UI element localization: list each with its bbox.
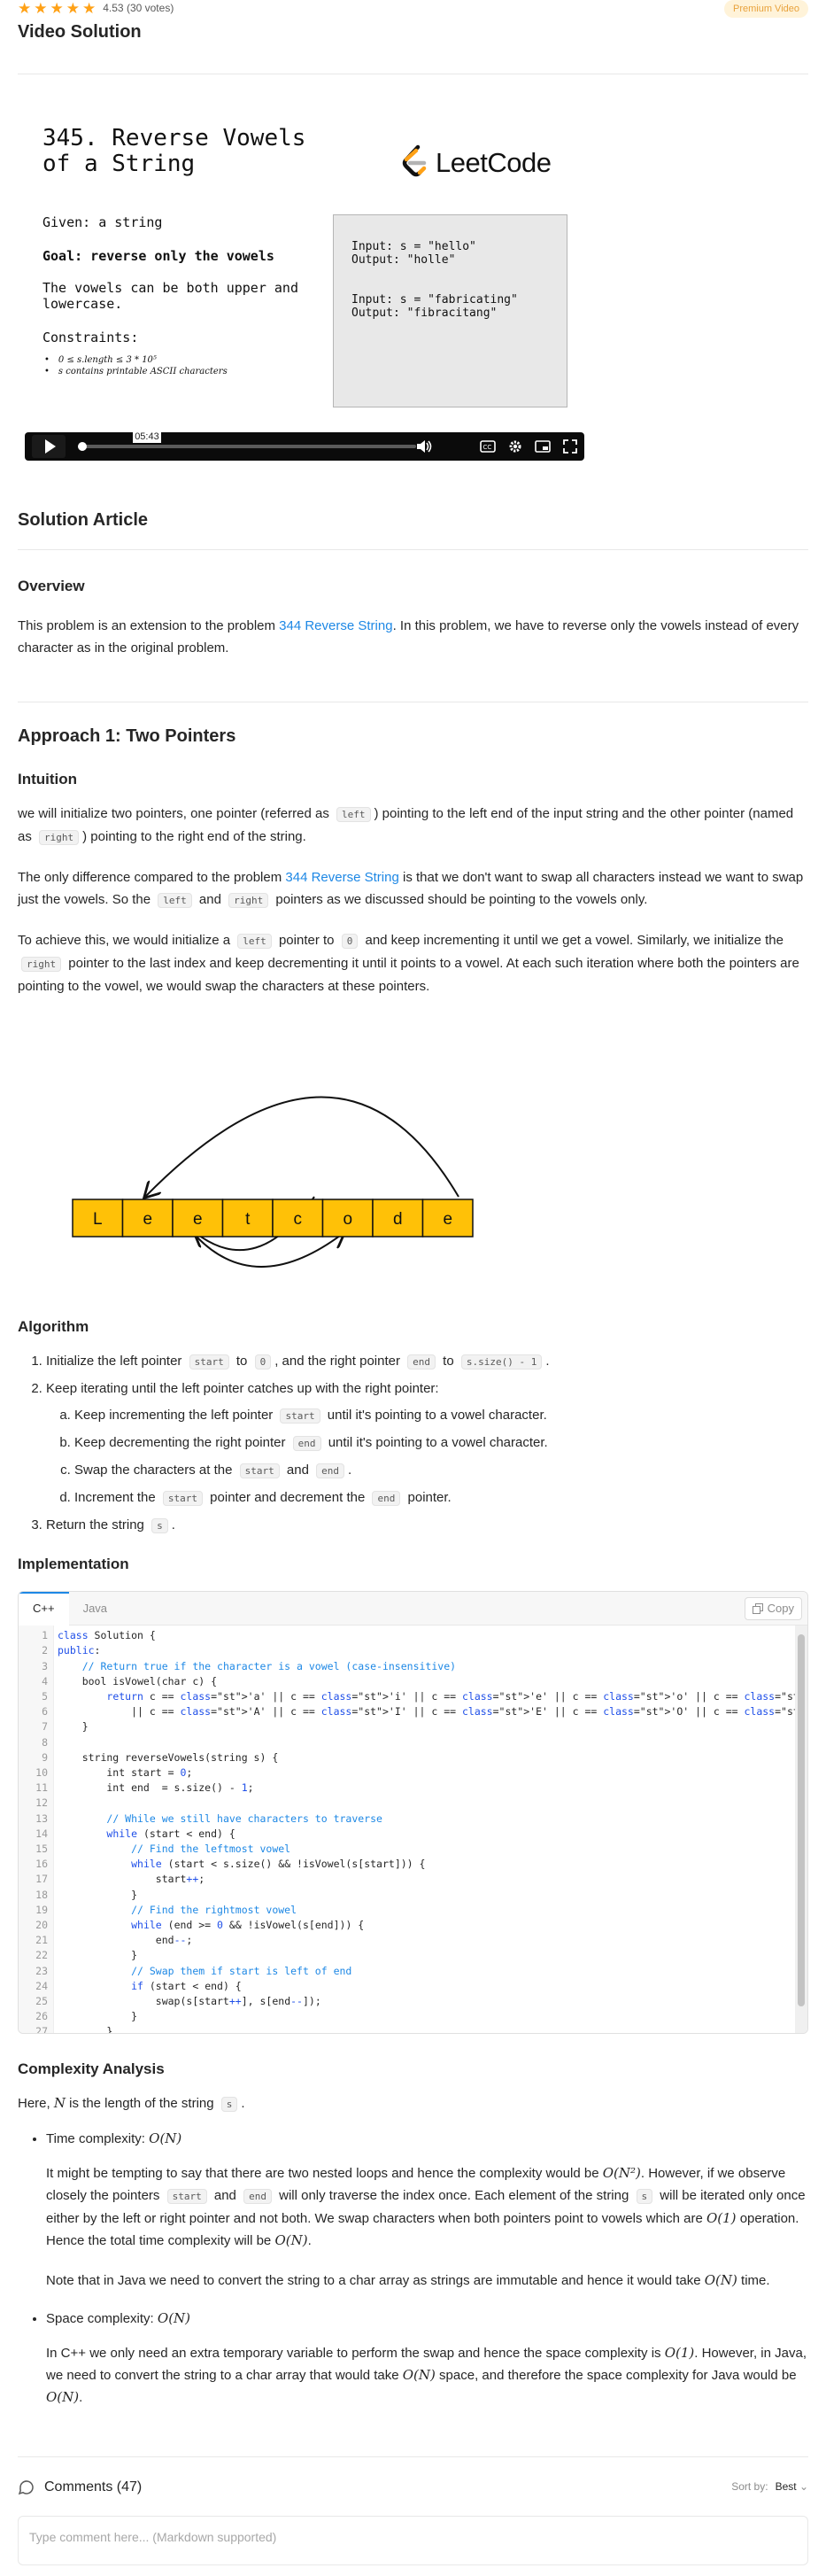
rating-stars[interactable]: ★ ★ ★ ★ ★: [18, 1, 96, 17]
reverse-string-link[interactable]: 344 Reverse String: [285, 870, 399, 886]
slide-note: The vowels can be both upper and lowerca…: [42, 280, 298, 312]
swap-arrow-inner-right: [196, 1233, 344, 1269]
letter-cell: [272, 1199, 324, 1238]
comments-header: Comments (47) Sort by:Best ⌄: [18, 2470, 808, 2505]
copy-button[interactable]: Copy: [744, 1596, 802, 1620]
copy-icon: [752, 1602, 763, 1614]
complexity-title: Complexity Analysis: [18, 2060, 165, 2078]
time-complexity-paragraph-2: Note that in Java we need to convert the…: [46, 2272, 770, 2289]
algorithm-step: Keep iterating until the left pointer ca…: [46, 1376, 808, 1512]
captions-icon[interactable]: CC: [480, 440, 496, 453]
letter-cell-label: o: [343, 1210, 352, 1229]
letter-cell-label: d: [393, 1210, 403, 1229]
play-button[interactable]: [32, 435, 66, 458]
progress-handle[interactable]: [78, 442, 88, 451]
letter-cell: [372, 1199, 424, 1238]
volume-icon[interactable]: [416, 439, 432, 454]
space-complexity-paragraph: In C++ we only need an extra temporary v…: [46, 2345, 807, 2406]
overview-title: Overview: [18, 578, 85, 594]
star-half-icon[interactable]: ★: [82, 0, 96, 17]
overview-paragraph: This problem is an extension to the prob…: [18, 618, 799, 656]
intuition-title: Intuition: [18, 771, 78, 788]
letter-cell-label: e: [443, 1210, 452, 1229]
complexity-intro: Here, N is the length of the string s.: [18, 2095, 245, 2113]
picture-in-picture-icon[interactable]: [535, 440, 551, 453]
algorithm-steps: Initialize the left pointer start to 0, …: [18, 1348, 808, 1540]
complexity-list: Time complexity: O(N): [18, 2128, 808, 2150]
slide-title: 345. Reverse Vowels of a String: [42, 125, 306, 177]
divider: [18, 549, 808, 550]
divider: [18, 2456, 808, 2458]
comments-title: Comments (47): [44, 2479, 143, 2495]
algorithm-substep: Increment the start pointer and decremen…: [74, 1485, 808, 1512]
control-icons: CC: [416, 439, 577, 454]
sort-dropdown[interactable]: Sort by:Best ⌄: [731, 2480, 808, 2494]
letter-cell-label: e: [143, 1210, 152, 1229]
timecode: 05:43: [133, 431, 161, 443]
letter-cell-label: t: [245, 1210, 251, 1229]
premium-video-badge: Premium Video: [724, 0, 808, 19]
letter-cell: [172, 1199, 224, 1238]
space-complexity-item: Space complexity: O(N): [46, 2308, 808, 2330]
slide-goal: Goal: reverse only the vowels: [42, 248, 274, 264]
play-icon: [44, 439, 56, 454]
slide-constraints-title: Constraints:: [42, 330, 139, 345]
letter-cell-label: c: [294, 1210, 303, 1229]
time-complexity-paragraph-1: It might be tempting to say that there a…: [46, 2165, 806, 2249]
swap-arrow-outer: [145, 1096, 459, 1198]
comment-icon: [18, 2480, 34, 2495]
language-tabs: C++ Java Copy: [19, 1592, 807, 1626]
star-icon[interactable]: ★: [18, 0, 32, 17]
solution-article-title: Solution Article: [18, 510, 149, 530]
letter-cell-label: e: [193, 1210, 203, 1229]
video-solution-title: Video Solution: [18, 22, 142, 42]
implementation-title: Implementation: [18, 1556, 129, 1573]
star-icon[interactable]: ★: [50, 0, 64, 17]
rating-row: ★ ★ ★ ★ ★ 4.53 (30 votes) Premium Video: [18, 0, 808, 19]
complexity-list: Space complexity: O(N): [18, 2308, 808, 2330]
progress-track[interactable]: 05:43: [78, 431, 416, 451]
algorithm-step: Return the string s.: [46, 1512, 808, 1540]
intuition-paragraph-2: The only difference compared to the prob…: [18, 870, 804, 909]
algorithm-substep: Swap the characters at the start and end…: [74, 1457, 808, 1485]
algorithm-substep: Keep incrementing the left pointer start…: [74, 1402, 808, 1430]
algorithm-title: Algorithm: [18, 1318, 89, 1336]
approach-title: Approach 1: Two Pointers: [18, 726, 236, 747]
star-icon[interactable]: ★: [34, 0, 48, 17]
rating-score: 4.53 (30 votes): [103, 2, 174, 15]
chevron-down-icon: ⌄: [799, 2480, 808, 2494]
algorithm-substep: Keep decrementing the right pointer end …: [74, 1430, 808, 1457]
code-scrollbar[interactable]: [795, 1626, 807, 2034]
code-lines: class Solution { public: // Return true …: [58, 1629, 807, 2034]
tab-cpp[interactable]: C++: [19, 1592, 69, 1626]
star-icon[interactable]: ★: [66, 0, 80, 17]
svg-text:CC: CC: [483, 444, 492, 451]
leetcode-logo: LeetCode: [400, 140, 552, 185]
settings-gear-icon[interactable]: [508, 439, 522, 454]
reverse-string-link[interactable]: 344 Reverse String: [279, 618, 393, 634]
algorithm-step: Initialize the left pointer start to 0, …: [46, 1348, 808, 1376]
letter-cell-label: L: [93, 1210, 103, 1229]
slide-given: Given: a string: [42, 214, 163, 230]
slide-example-box: Input: s = "hello" Output: "holle" Input…: [333, 214, 567, 407]
slide-constraints: 0 ≤ s.length ≤ 3 * 10⁵ s contains printa…: [44, 354, 228, 377]
fullscreen-icon[interactable]: [563, 439, 577, 454]
comment-input[interactable]: Type comment here... (Markdown supported…: [18, 2516, 808, 2566]
intuition-paragraph-3: To achieve this, we would initialize a l…: [18, 933, 799, 995]
video-controls: 05:43 CC: [25, 431, 584, 461]
leetcode-logo-icon: [402, 144, 427, 176]
video-player[interactable]: 345. Reverse Vowels of a String LeetCode…: [18, 97, 584, 461]
intuition-paragraph-1: we will initialize two pointers, one poi…: [18, 806, 794, 846]
tab-java[interactable]: Java: [82, 1601, 108, 1615]
time-complexity-item: Time complexity: O(N): [46, 2128, 808, 2150]
letter-cell: [421, 1199, 474, 1238]
scroll-thumb[interactable]: [798, 1634, 805, 2007]
